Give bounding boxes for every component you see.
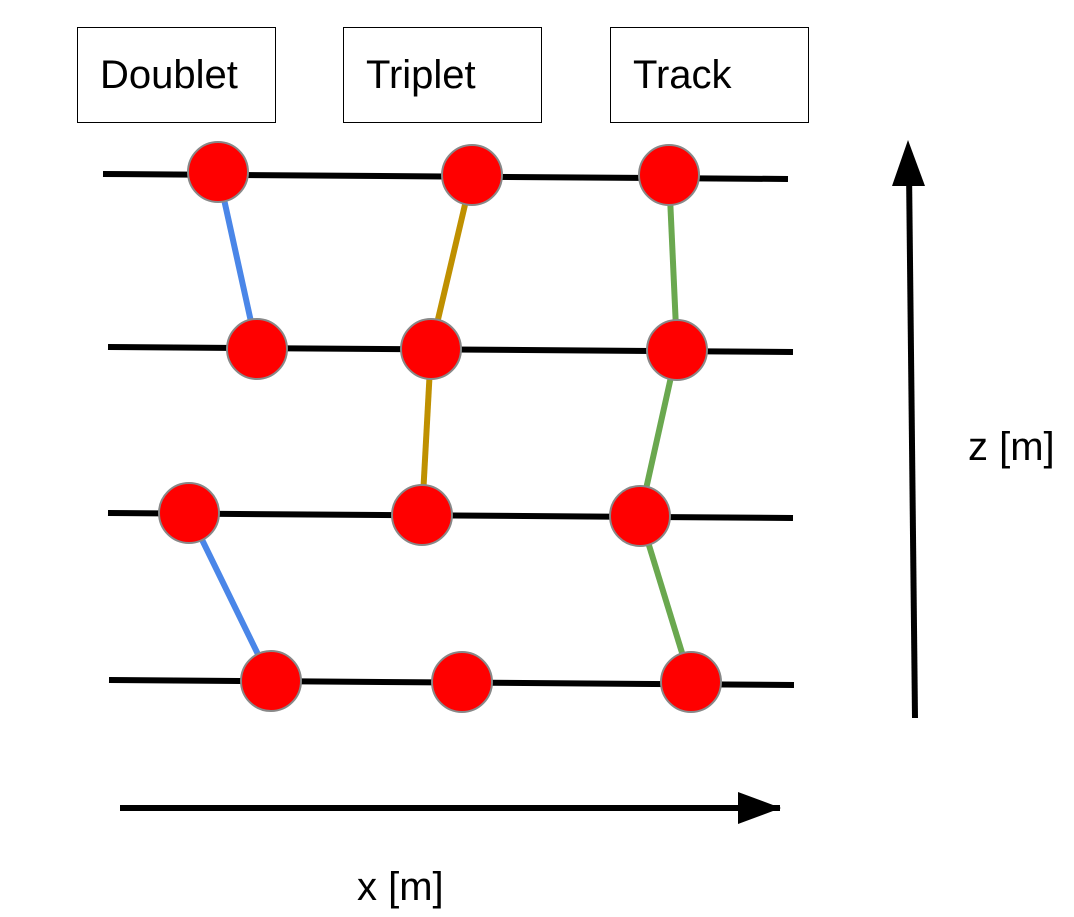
detector-layers [102,171,795,688]
track-label: Track [633,53,732,97]
axes [120,140,925,824]
x-axis-label: x [m] [357,865,444,909]
hit-layer3-triplet [391,484,453,546]
hits [158,141,722,713]
segments [186,171,694,683]
hit-layer4-track [660,651,722,713]
z-axis-label: z [m] [968,425,1055,469]
doublet-segment-lower [186,511,274,683]
hit-layer4-doublet [240,650,302,712]
x-axis-arrowhead [738,792,781,824]
hit-layer3-track [609,485,671,547]
hit-layer2-doublet [226,318,288,380]
hit-layer1-track [638,144,700,206]
hit-layer2-track [646,319,708,381]
hit-layer1-triplet [441,144,503,206]
triplet-label: Triplet [366,53,476,97]
z-axis-arrowhead [892,140,925,186]
triplet-label-box: Triplet [343,27,542,123]
hit-layer3-doublet [158,482,220,544]
z-axis-arrow [906,169,918,719]
hit-layer1-doublet [187,141,249,203]
hit-layer4-triplet [431,651,493,713]
doublet-label-box: Doublet [77,27,276,123]
track-label-box: Track [610,27,809,123]
hit-layer2-triplet [400,318,462,380]
doublet-label: Doublet [100,53,238,97]
